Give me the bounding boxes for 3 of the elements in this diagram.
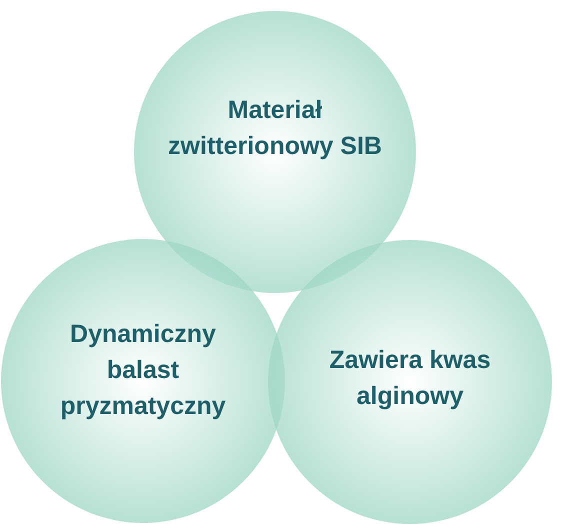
circle-label: Dynamiczny balast pryzmatyczny [59, 319, 227, 422]
circle-label: Zawiera kwas alginowy [328, 345, 492, 412]
circle-label: Materiał zwitterionowy SIB [167, 95, 383, 162]
